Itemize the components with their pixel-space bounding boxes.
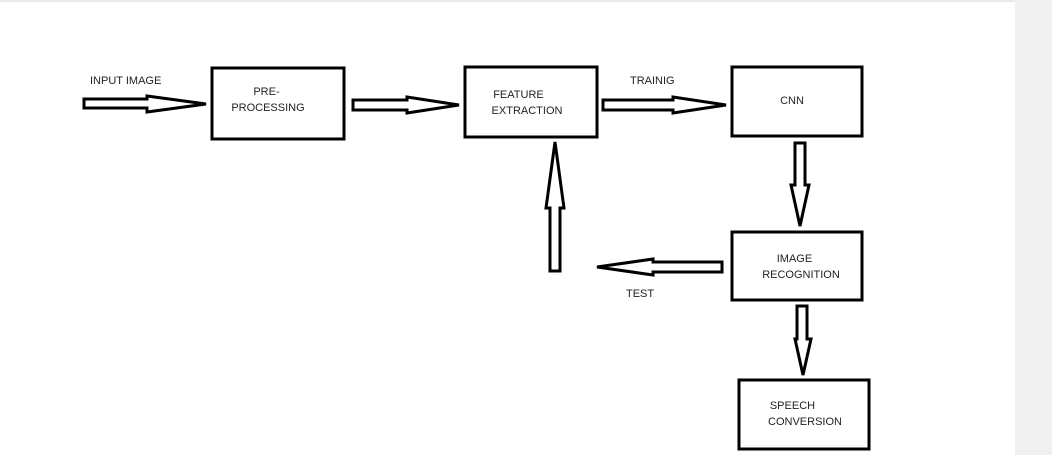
training-label: TRAINIG: [630, 75, 675, 87]
preprocessing-label: PRE- PROCESSING: [231, 86, 304, 114]
arrow-preprocessing-to-feature: [351, 95, 460, 115]
speech-conversion-box: [737, 378, 871, 451]
image-recognition-box: [730, 230, 864, 302]
preprocessing-box: [210, 66, 346, 141]
top-border: [0, 0, 1015, 2]
speech-conversion-label-line-2: CONVERSION: [768, 416, 842, 428]
speech-conversion-label-line-1: SPEECH: [770, 400, 815, 412]
image-recognition-label: IMAGE RECOGNITION: [762, 253, 840, 281]
image-recognition-label-line-2: RECOGNITION: [762, 269, 840, 281]
feature-extraction-label: FEATURE EXTRACTION: [492, 89, 563, 117]
feature-extraction-box: [463, 65, 599, 139]
cnn-label-line-1: CNN: [780, 95, 804, 107]
arrow-feature-to-cnn: [601, 95, 727, 115]
input-image-label: INPUT IMAGE: [90, 75, 161, 87]
test-label: TEST: [626, 288, 654, 300]
speech-conversion-label: SPEECH CONVERSION: [768, 400, 842, 428]
feature-extraction-label-line-2: EXTRACTION: [492, 105, 563, 117]
cnn-label: CNN: [780, 95, 804, 107]
preprocessing-label-line-2: PROCESSING: [231, 102, 304, 114]
scrollbar-track[interactable]: [1015, 0, 1052, 455]
input-arrow: [82, 94, 207, 114]
arrow-recognition-to-speech: [793, 304, 813, 376]
image-recognition-label-line-1: IMAGE: [777, 253, 812, 265]
preprocessing-label-line-1: PRE-: [253, 86, 280, 98]
feedback-arrow: [544, 141, 566, 273]
feature-extraction-label-line-1: FEATURE: [493, 89, 544, 101]
test-arrow: [596, 257, 724, 277]
cnn-box: [730, 65, 864, 138]
arrow-cnn-to-recognition: [789, 141, 811, 227]
flow-diagram: PRE- PROCESSING FEATURE EXTRACTION CNN I…: [82, 65, 871, 451]
